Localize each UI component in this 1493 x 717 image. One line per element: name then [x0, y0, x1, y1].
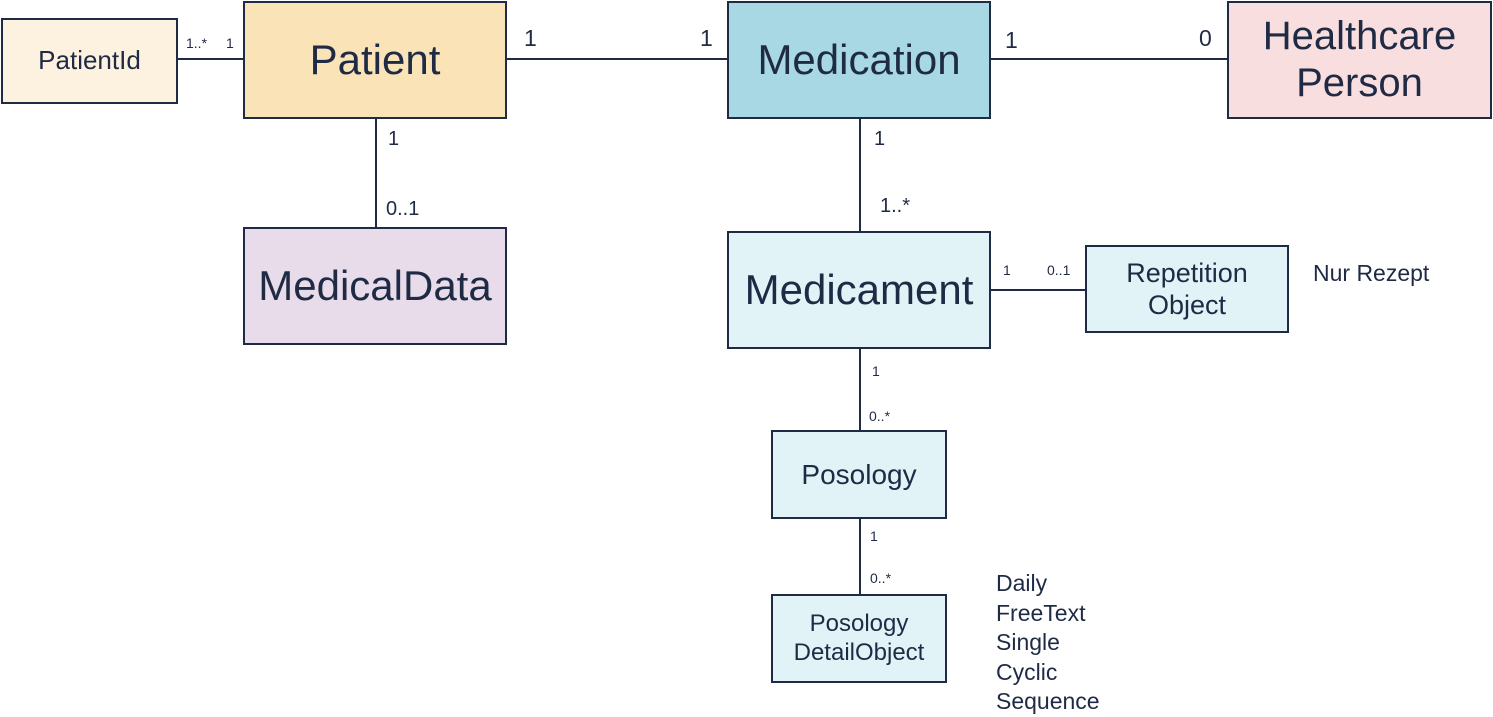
entity-patient: Patient — [243, 1, 507, 119]
note-detail-types: Daily FreeText Single Cyclic Sequence — [996, 569, 1100, 717]
multiplicity-patient-medication-left: 1 — [524, 25, 537, 51]
multiplicity-medication-medicament-bottom: 1..* — [880, 195, 911, 217]
entity-repetition-object: Repetition Object — [1085, 245, 1289, 333]
entity-posology-detail-object: Posology DetailObject — [771, 594, 947, 683]
multiplicity-medicament-repetition-left: 1 — [1003, 262, 1011, 278]
entity-posology: Posology — [771, 430, 947, 519]
multiplicity-patient-medicaldata-top: 1 — [388, 128, 400, 150]
multiplicity-medication-hcp-left: 1 — [1005, 27, 1018, 53]
note-nur-rezept: Nur Rezept — [1313, 260, 1430, 286]
entity-patient-id: PatientId — [1, 18, 178, 104]
multiplicity-medication-hcp-right: 0 — [1199, 25, 1212, 51]
entity-medical-data: MedicalData — [243, 227, 507, 345]
multiplicity-medicament-repetition-right: 0..1 — [1047, 262, 1071, 278]
multiplicity-patientid-patient-left: 1..* — [186, 35, 208, 51]
detail-type-item: Daily — [996, 570, 1048, 596]
detail-type-item: Single — [996, 629, 1060, 655]
detail-type-item: Sequence — [996, 688, 1100, 714]
multiplicity-patientid-patient-right: 1 — [226, 35, 234, 51]
multiplicity-medication-medicament-top: 1 — [874, 128, 886, 150]
entity-healthcare-person: Healthcare Person — [1227, 1, 1492, 119]
entity-medication: Medication — [727, 1, 991, 119]
multiplicity-medicament-posology-bottom: 0..* — [869, 408, 891, 424]
multiplicity-patient-medicaldata-bottom: 0..1 — [386, 198, 420, 220]
multiplicity-patient-medication-right: 1 — [700, 25, 713, 51]
entity-medicament: Medicament — [727, 231, 991, 349]
detail-type-item: Cyclic — [996, 658, 1058, 685]
multiplicity-medicament-posology-top: 1 — [872, 363, 880, 379]
multiplicity-posology-detail-bottom: 0..* — [870, 570, 892, 586]
multiplicity-posology-detail-top: 1 — [870, 528, 878, 544]
detail-type-item: FreeText — [996, 599, 1086, 626]
